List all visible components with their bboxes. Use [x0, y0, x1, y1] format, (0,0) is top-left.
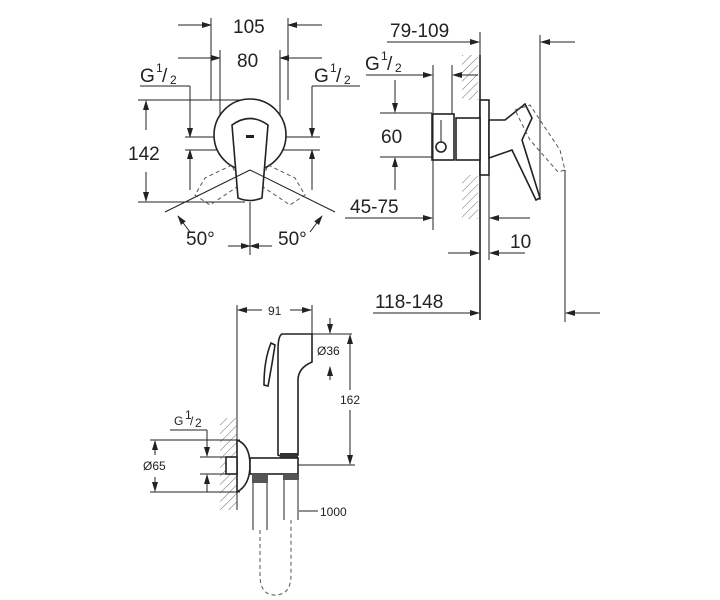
side-lever [488, 102, 541, 202]
thread-label-side: G 1 / 2 [365, 49, 402, 75]
thread-label-left: G 1 / 2 [140, 61, 177, 87]
dim-1000: 1000 [320, 505, 347, 519]
svg-text:/: / [336, 66, 342, 87]
dim-118-148: 118-148 [375, 292, 443, 313]
cover-plate [479, 99, 490, 176]
svg-text:1: 1 [381, 49, 388, 63]
dim-45-75: 45-75 [350, 197, 399, 218]
svg-text:2: 2 [170, 73, 177, 87]
trigger [263, 341, 276, 387]
wall-rosette [236, 438, 251, 494]
svg-text:/: / [387, 54, 393, 75]
svg-text:/: / [162, 66, 168, 87]
svg-text:1: 1 [156, 61, 163, 75]
angle-right: 50° [278, 229, 307, 250]
svg-text:2: 2 [395, 61, 402, 75]
svg-text:1: 1 [330, 61, 337, 75]
thread-label-bottom: G 1 / 2 [174, 408, 202, 430]
wall-holder [249, 457, 299, 475]
svg-text:G: G [314, 66, 329, 87]
svg-text:1: 1 [185, 408, 192, 422]
dim-60: 60 [381, 127, 402, 148]
hand-shower [277, 333, 313, 459]
svg-text:/: / [190, 414, 194, 428]
connector-block [431, 113, 455, 161]
dim-d36: Ø36 [317, 344, 340, 358]
dim-d65: Ø65 [143, 459, 166, 473]
dim-142: 142 [128, 144, 160, 165]
lever-handle [231, 117, 269, 202]
dim-10: 10 [510, 232, 531, 253]
thread-label-right: G 1 / 2 [314, 61, 351, 87]
side-view: 79-109 G 1 / 2 60 45-75 10 118-148 [345, 21, 600, 322]
angle-left: 50° [186, 229, 215, 250]
front-view: 105 80 G 1 / 2 G 1 / 2 1 [128, 17, 360, 255]
svg-text:G: G [365, 54, 380, 75]
svg-text:2: 2 [195, 416, 202, 430]
dim-162: 162 [340, 393, 360, 407]
dim-91: 91 [268, 304, 282, 318]
svg-text:G: G [174, 414, 183, 428]
dim-79-109: 79-109 [390, 21, 449, 42]
dim-80: 80 [237, 51, 258, 72]
dim-105: 105 [233, 17, 265, 38]
svg-text:2: 2 [344, 73, 351, 87]
hand-shower-view: 91 Ø36 162 G 1 / 2 [143, 304, 360, 596]
svg-text:G: G [140, 66, 155, 87]
